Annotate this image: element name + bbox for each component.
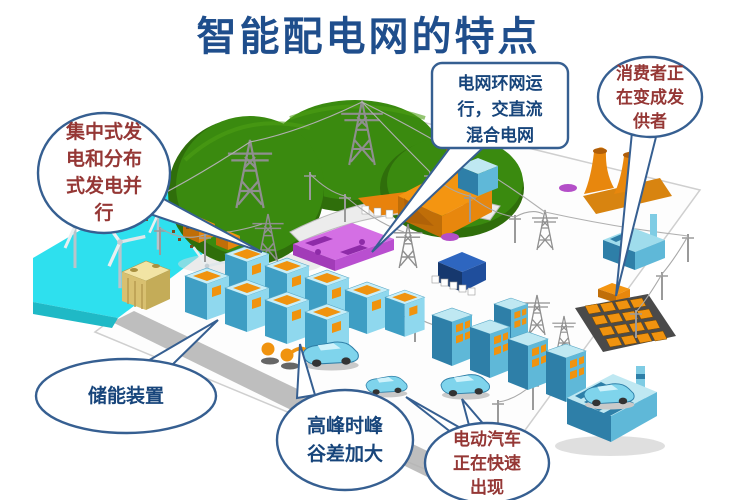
- purple-substation: [293, 223, 394, 271]
- callout-peak-text: 高峰时峰 谷差加大: [306, 416, 383, 465]
- callout-centralized-bubble: [36, 111, 263, 253]
- callout-consumer-bubble: [596, 55, 704, 297]
- transformer-blocks: [431, 275, 476, 296]
- purple-discs: [441, 184, 577, 241]
- callout-centralized-text: 集中式发 电和分布 式发电并 行: [65, 122, 142, 224]
- callout-consumer-text: 消费者正 在变成发 供者: [616, 64, 684, 131]
- callout-storage-bubble: [34, 319, 219, 435]
- page-title: 智能配电网的特点: [196, 15, 541, 59]
- callout-storage-text: 储能装置: [87, 386, 164, 407]
- blue-building: [458, 158, 498, 196]
- solar-panel-array: [575, 294, 676, 352]
- callout-ev-bubble: [405, 396, 551, 500]
- callout-ring-bubble: [371, 61, 570, 253]
- callout-peak-bubble: [275, 343, 415, 492]
- yellow-battery: [121, 260, 171, 310]
- callout-ev-text: 电动汽车 正在快速 出现: [453, 430, 521, 497]
- callout-ring-text: 电网环网运 行，交直流 混合电网: [457, 74, 543, 145]
